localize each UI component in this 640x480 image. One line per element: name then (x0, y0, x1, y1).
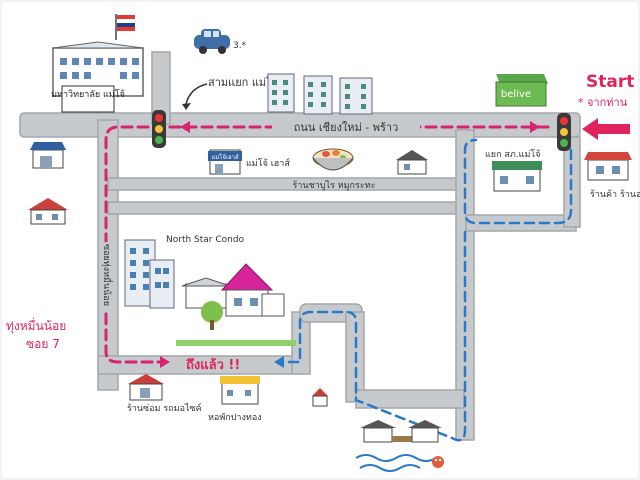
dorm-building (220, 376, 260, 405)
route-blue-lower (280, 230, 467, 442)
lawn (176, 340, 296, 346)
food-shop-building (584, 152, 632, 181)
traffic-light-right (557, 113, 571, 151)
arrow-right-icon (530, 121, 540, 133)
car-note: 3.* (233, 41, 247, 51)
soi7-label: ซอย 7 (26, 337, 60, 351)
route-blue (280, 138, 573, 442)
university-building (52, 14, 144, 113)
northstar-condo (124, 239, 175, 309)
university-label: มหาวิทยาลัย แม่โจ้ (51, 89, 125, 100)
curved-arrow-icon (185, 83, 208, 105)
start-sub-label: * จากท่าน (578, 96, 628, 109)
food-shop-label: ร้านค้า ร้านอาหารต่างๆ (590, 189, 640, 200)
moto-label: ร้านซ่อม รถมอไซค์ (127, 402, 202, 414)
moto-shop-building (128, 374, 164, 401)
start-label: Start (586, 72, 634, 92)
soi-vertical-label-bg (99, 242, 117, 312)
blue-shop-left (30, 142, 66, 169)
route-pink-arrows (160, 121, 540, 368)
belive-building (495, 74, 548, 107)
shop1-sign: แม่โจ้เฮาส์ (211, 153, 239, 161)
red-house-left (28, 198, 68, 225)
water-icon (355, 454, 437, 462)
main-road-label: ถนน เชียงใหม่ - พร้าว (294, 121, 399, 134)
tree-icon (201, 301, 223, 323)
tung-label: ทุ่งหมื่นน้อย (6, 317, 66, 334)
belive-label: belive (501, 89, 531, 100)
sakon-label: แยก สภ.แม่โจ้ (485, 149, 541, 160)
traffic-light-left (152, 110, 166, 148)
arrow-left-icon (274, 356, 284, 368)
car-icon (194, 29, 230, 54)
route-pink (104, 125, 550, 364)
condo-towers-top (267, 73, 373, 115)
junction-label: สามแยก แม่โจ้ ! (208, 75, 286, 89)
shop1-building (208, 149, 242, 175)
shop1-label: แม่โจ้ เฮาส์ (246, 157, 290, 169)
side-street-2 (107, 201, 465, 215)
northstar-label: North Star Condo (166, 235, 245, 245)
shabu-label-1: ร้านชาบูไร หมูกระทะ (293, 180, 376, 191)
route-pink-path (104, 125, 550, 364)
shabu-bowl-icon (312, 148, 354, 171)
small-house-loop (312, 388, 328, 407)
crab-icon (432, 456, 444, 468)
sakon-building (492, 161, 542, 192)
house-middle (396, 150, 428, 175)
dorm-label: หอพักปางทอง (208, 413, 262, 423)
stilt-restaurant (355, 420, 444, 472)
main-road-label-bg (272, 119, 420, 135)
arrow-left-icon (180, 121, 190, 133)
flag-icon (117, 15, 135, 19)
soi-vertical-label: ซอยทุ่งหมื่นน้อย (101, 244, 114, 306)
side-street-1 (107, 177, 465, 191)
start-arrow-icon (582, 118, 630, 140)
arrow-right-icon (160, 356, 170, 368)
pink-roof-house (176, 263, 296, 346)
route-blue-upper (463, 138, 573, 225)
arrived-label: ถึงแล้ว !! (186, 357, 240, 373)
